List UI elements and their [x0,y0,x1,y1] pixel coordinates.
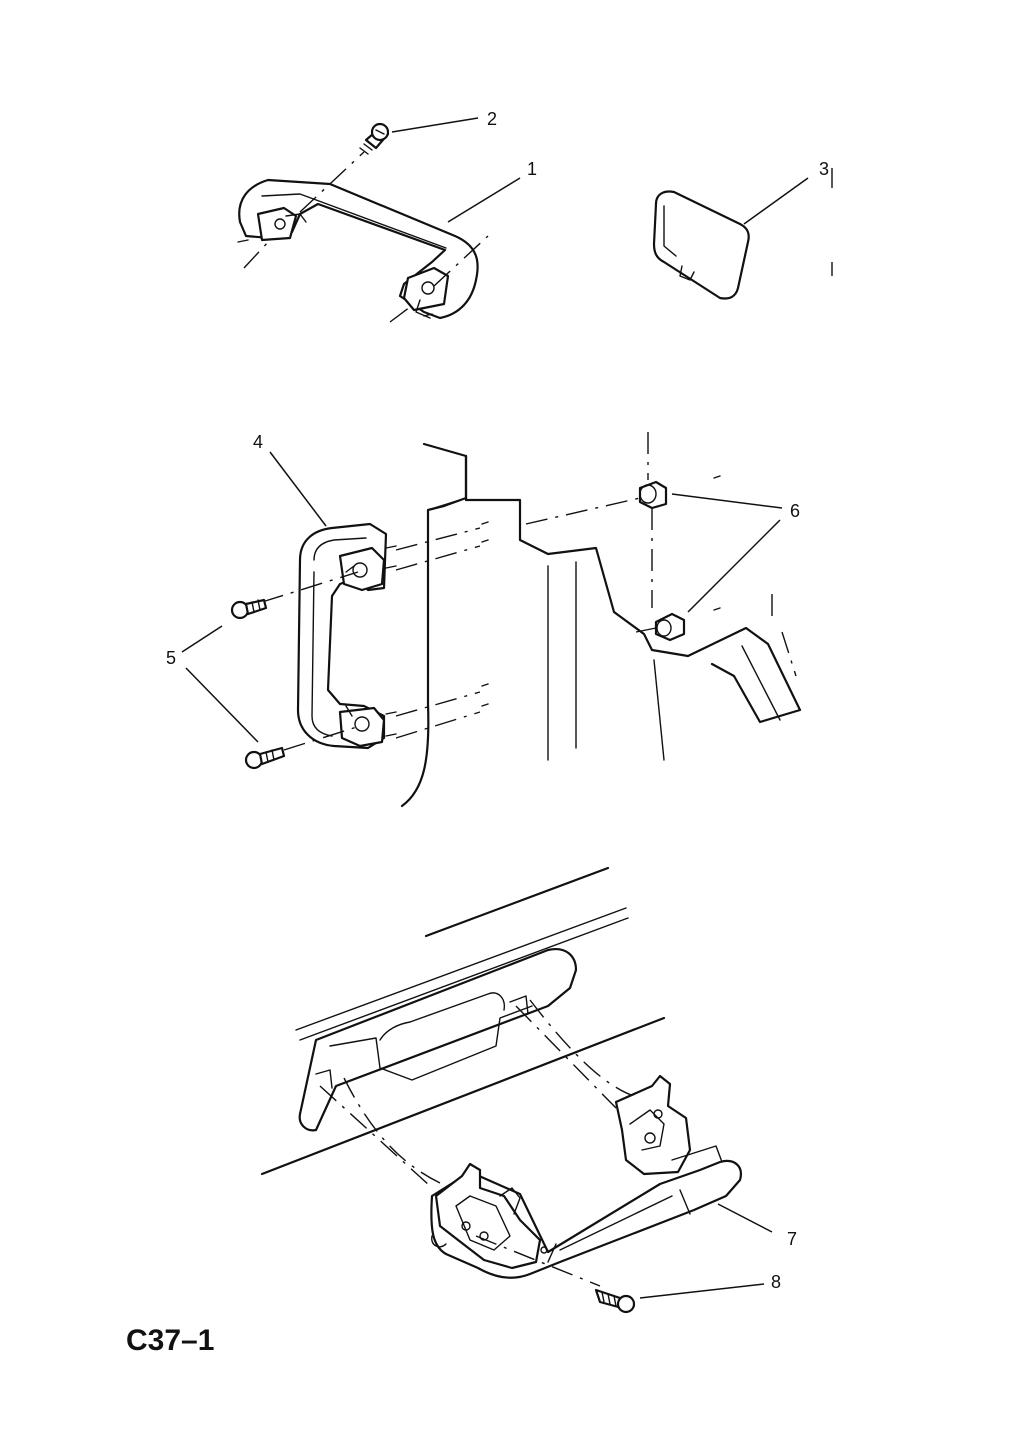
retaining-clip-6-lower-drawing [654,607,721,642]
screw-5-lower-drawing [244,746,286,770]
callout-6: 6 [790,501,801,521]
grab-handle-1-drawing [237,178,479,320]
screw-5-upper-drawing [230,598,268,620]
door-pillar-panel-drawing [400,442,802,808]
callout-2: 2 [487,109,498,129]
callout-8: 8 [771,1272,782,1292]
roof-lining-panel-drawing [260,866,666,1176]
retaining-clip-6-upper-drawing [638,475,721,510]
callout-3: 3 [819,159,830,179]
callout-5: 5 [166,648,177,668]
grab-handle-4-drawing [296,522,397,750]
cover-cap-3-drawing [652,190,750,300]
callout-1: 1 [527,159,538,179]
screw-2-drawing [359,122,390,155]
callout-7: 7 [787,1229,798,1249]
grab-handle-7-drawing [430,1074,742,1279]
diagram-code: C37–1 [126,1324,215,1357]
screw-8-drawing [594,1288,636,1314]
callout-4: 4 [253,432,264,452]
